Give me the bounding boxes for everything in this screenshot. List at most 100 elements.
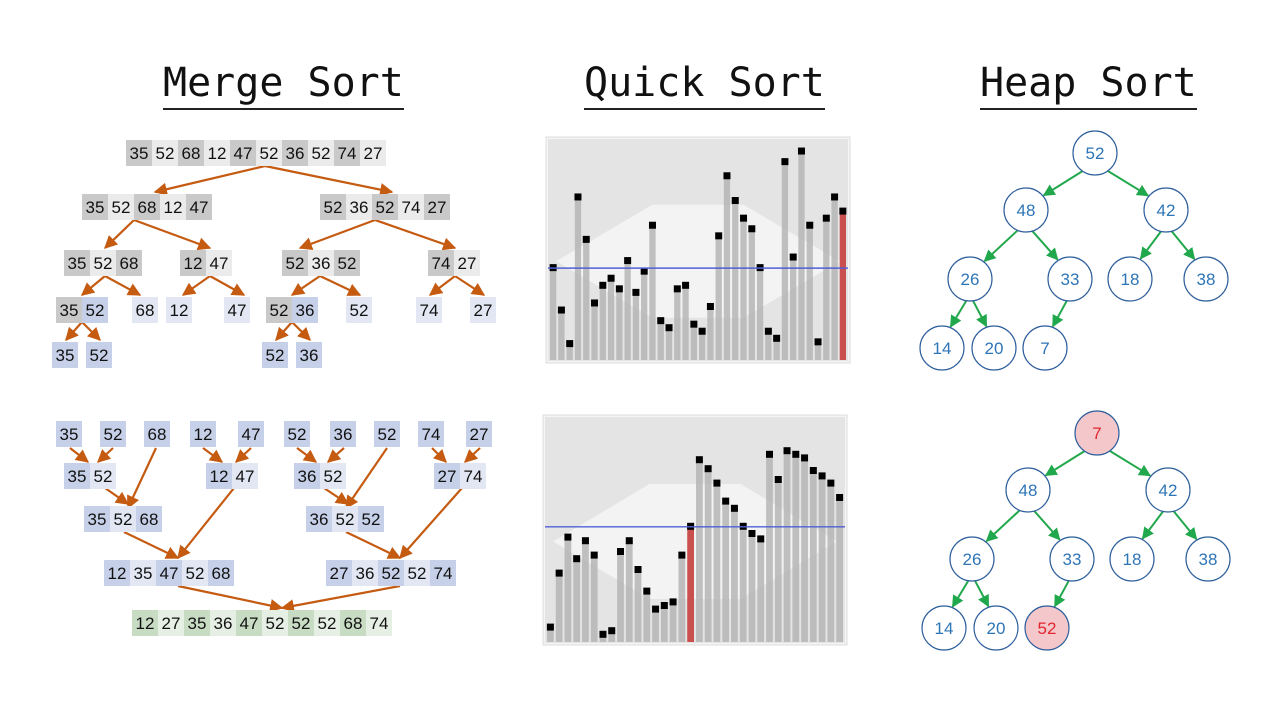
merge-arrow: [374, 218, 457, 251]
array-cell: 27: [466, 421, 492, 447]
array-cell: 36: [330, 421, 356, 447]
cell-value: 74: [338, 144, 357, 163]
cell-value: 12: [170, 301, 189, 320]
heap-edge: [1171, 508, 1198, 541]
value-bar: [836, 498, 843, 642]
array-cell: 52: [108, 194, 134, 220]
cell-background: [282, 250, 308, 276]
heap-edge: [1051, 299, 1069, 328]
array-cell: 68: [132, 297, 158, 323]
value-marker: [706, 303, 714, 310]
cell-background: [292, 297, 318, 323]
heap-node-circle: [1022, 325, 1068, 371]
heap-node-circle: [1024, 605, 1070, 651]
heap-edge: [1053, 579, 1071, 608]
value-bar: [801, 458, 808, 642]
value-bar: [757, 539, 765, 642]
array-cell: 47: [224, 297, 250, 323]
cell-background: [190, 421, 216, 447]
heap-node-value: 20: [985, 339, 1004, 358]
cell-background: [108, 194, 134, 220]
cell-background: [184, 610, 210, 636]
heap-edge: [985, 506, 1024, 542]
array-cell: 35: [64, 250, 90, 276]
cell-value: 52: [260, 144, 279, 163]
cell-background: [334, 140, 360, 166]
array-cell: 68: [340, 610, 366, 636]
value-marker: [757, 535, 765, 543]
heap-node-circle: [1145, 467, 1191, 513]
cell-background: [100, 421, 126, 447]
cell-background: [64, 463, 90, 489]
cell-value: 27: [458, 254, 477, 273]
array-cell: 47: [236, 610, 262, 636]
cell-value: 27: [330, 564, 349, 583]
value-marker: [748, 225, 756, 233]
heap-node-value: 48: [1017, 201, 1036, 220]
merge-arrow: [298, 218, 376, 251]
quick-sort-title: Quick Sort: [584, 58, 825, 110]
cell-background: [232, 463, 258, 489]
array-cell: 27: [470, 297, 496, 323]
array-cell: 52: [314, 610, 340, 636]
cell-value: 74: [422, 425, 441, 444]
cell-value: 35: [88, 510, 107, 529]
heap-edge: [1100, 165, 1150, 197]
heap-node-circle: [1003, 187, 1049, 233]
cell-background: [398, 194, 424, 220]
value-bar: [608, 631, 616, 642]
cell-background: [430, 560, 456, 586]
heap-node-circle: [949, 536, 995, 582]
cell-value: 36: [310, 510, 329, 529]
array-cell: 36: [308, 250, 334, 276]
cell-background: [130, 560, 156, 586]
cell-background: [116, 250, 142, 276]
heap-node: 33: [1049, 536, 1095, 582]
cell-value: 35: [68, 254, 87, 273]
value-bar: [624, 261, 631, 360]
value-bar: [558, 310, 565, 360]
cell-value: 68: [212, 564, 231, 583]
cell-value: 52: [270, 301, 289, 320]
cell-background: [52, 342, 78, 368]
value-bar: [748, 534, 756, 642]
cell-value: 35: [60, 425, 79, 444]
value-marker: [564, 533, 572, 541]
heap-node: 33: [1047, 256, 1093, 302]
heap-edge: [973, 579, 990, 608]
value-bar: [641, 271, 648, 360]
cell-background: [282, 140, 308, 166]
value-bar: [748, 229, 755, 360]
merge-arrow: [104, 275, 142, 296]
value-bar: [573, 559, 581, 642]
heap-node-circle: [1107, 256, 1153, 302]
cell-value: 52: [382, 564, 401, 583]
cell-background: [418, 421, 444, 447]
value-marker: [640, 267, 648, 275]
cell-value: 52: [324, 467, 343, 486]
cell-background: [86, 342, 112, 368]
merge-arrow: [235, 447, 252, 463]
heap-edge: [1044, 446, 1092, 477]
value-marker: [617, 548, 624, 555]
value-bar: [722, 501, 730, 642]
value-marker: [582, 235, 590, 243]
quick-sort-before-panel: [545, 136, 851, 364]
array-cell: 52: [308, 140, 334, 166]
value-bar: [634, 570, 642, 642]
cell-value: 52: [350, 301, 369, 320]
cell-value: 68: [140, 510, 159, 529]
array-cell: 36: [352, 560, 378, 586]
value-bar: [674, 289, 681, 360]
value-bar: [547, 627, 554, 642]
value-marker: [722, 497, 730, 505]
value-bar: [583, 239, 590, 360]
cell-background: [104, 560, 130, 586]
value-bar: [818, 476, 826, 642]
array-cell: 52: [284, 421, 310, 447]
pivot-bar: [687, 526, 694, 642]
cell-value: 74: [464, 467, 483, 486]
value-bar: [599, 285, 606, 360]
